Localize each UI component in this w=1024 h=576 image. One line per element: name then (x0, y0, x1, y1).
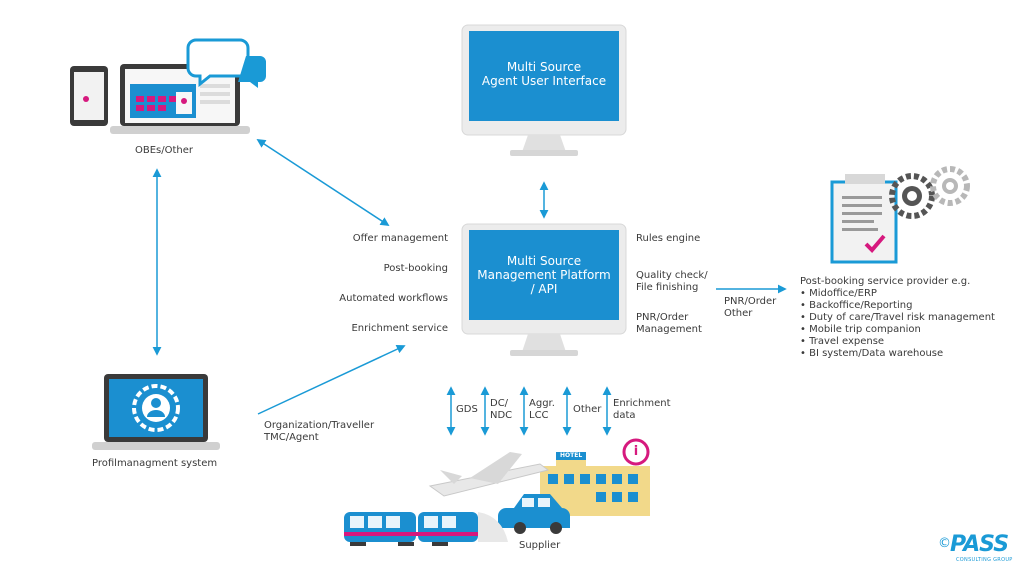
service-offer-management: Offer management (352, 233, 448, 244)
logo-copyright: © (938, 536, 951, 551)
channel-other: Other (573, 404, 602, 415)
agent-ui-title-line2: Agent User Interface (481, 74, 607, 88)
provider-list: • Midoffice/ERP • Backoffice/Reporting •… (800, 288, 995, 360)
channel-enrichment-line2: data (613, 410, 636, 421)
pnr-link-line2: Other (724, 308, 753, 319)
profile-system-label: Profilmanagment system (92, 458, 218, 469)
pnr-management-line2: Management (636, 324, 702, 335)
provider-item: • Midoffice/ERP (800, 288, 877, 299)
channel-ndc: DC/ NDC (490, 398, 512, 422)
provider-title: Post-booking service provider e.g. (800, 276, 971, 287)
channel-enrichment-line1: Enrichment (613, 398, 671, 409)
arrow-profile-enrichment (257, 344, 406, 415)
channel-lcc: Aggr. LCC (529, 398, 555, 422)
connection-arrows (152, 139, 787, 436)
obes-label: OBEs/Other (135, 145, 194, 156)
management-platform-monitor (461, 223, 627, 356)
supplier-illustration (344, 438, 650, 546)
channel-lcc-line2: LCC (529, 410, 549, 421)
channel-gds: GDS (456, 404, 478, 415)
agent-ui-screen-text: Multi Source Agent User Interface (469, 60, 619, 88)
service-automated-workflows: Automated workflows (339, 293, 448, 304)
pass-logo: © PASS CONSULTING GROUP (938, 532, 1016, 566)
service-rules-engine: Rules engine (636, 233, 701, 244)
provider-item: • BI system/Data warehouse (800, 348, 944, 359)
profile-laptop-illustration (92, 374, 220, 450)
arrow-obes-offer (256, 139, 390, 226)
org-link-line2: TMC/Agent (264, 432, 319, 443)
provider-item: • Mobile trip companion (800, 324, 921, 335)
hotel-sign: HOTEL (560, 452, 583, 459)
document-gears-illustration (830, 166, 970, 264)
org-link-label: Organization/Traveller TMC/Agent (264, 420, 374, 444)
provider-item: • Backoffice/Reporting (800, 300, 913, 311)
platform-screen-text: Multi Source Management Platform / API (469, 254, 619, 296)
obes-devices-illustration (70, 38, 266, 134)
supplier-label: Supplier (519, 540, 561, 551)
pnr-management-line1: PNR/Order (636, 312, 689, 323)
service-quality-check: Quality check/ File finishing (636, 270, 708, 294)
service-pnr-management: PNR/Order Management (636, 312, 702, 336)
platform-title-line3: / API (530, 282, 558, 296)
service-enrichment: Enrichment service (351, 323, 448, 334)
channel-ndc-line1: DC/ (490, 398, 509, 409)
quality-check-line2: File finishing (636, 282, 699, 293)
pnr-link-label: PNR/Order Other (724, 296, 776, 320)
provider-item: • Travel expense (800, 336, 885, 347)
channel-ndc-line2: NDC (490, 410, 513, 421)
service-post-booking: Post-booking (383, 263, 448, 274)
logo-subtitle: CONSULTING GROUP (956, 557, 1013, 563)
agent-ui-title-line1: Multi Source (506, 60, 582, 74)
channel-enrichment: Enrichment data (613, 398, 671, 422)
org-link-line1: Organization/Traveller (264, 420, 375, 431)
quality-check-line1: Quality check/ (636, 270, 708, 281)
channel-lcc-line1: Aggr. (529, 398, 555, 409)
platform-title-line1: Multi Source (506, 254, 582, 268)
platform-title-line2: Management Platform (477, 268, 611, 282)
info-icon: i (633, 444, 639, 459)
provider-block: Post-booking service provider e.g. • Mid… (800, 276, 995, 360)
provider-item: • Duty of care/Travel risk management (800, 312, 995, 323)
pnr-link-line1: PNR/Order (724, 296, 777, 307)
agent-ui-monitor (461, 24, 627, 156)
logo-brand: PASS (950, 532, 1009, 557)
